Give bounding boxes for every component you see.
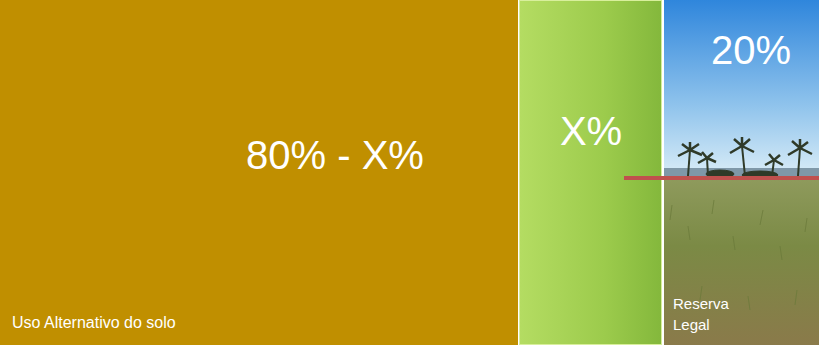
land-use-band: 80% - X% Uso Alternativo do solo [0,0,518,345]
band-label: Uso Alternativo do solo [12,313,176,333]
percent-label: X% [560,108,622,154]
percent-label: 20% [711,27,791,73]
band-label: Reserva Legal [673,293,729,335]
legal-reserve-band: 20% Reserva Legal [664,0,819,345]
variable-band: X% [519,0,662,345]
percent-label: 80% - X% [246,132,424,178]
photo [663,0,819,345]
